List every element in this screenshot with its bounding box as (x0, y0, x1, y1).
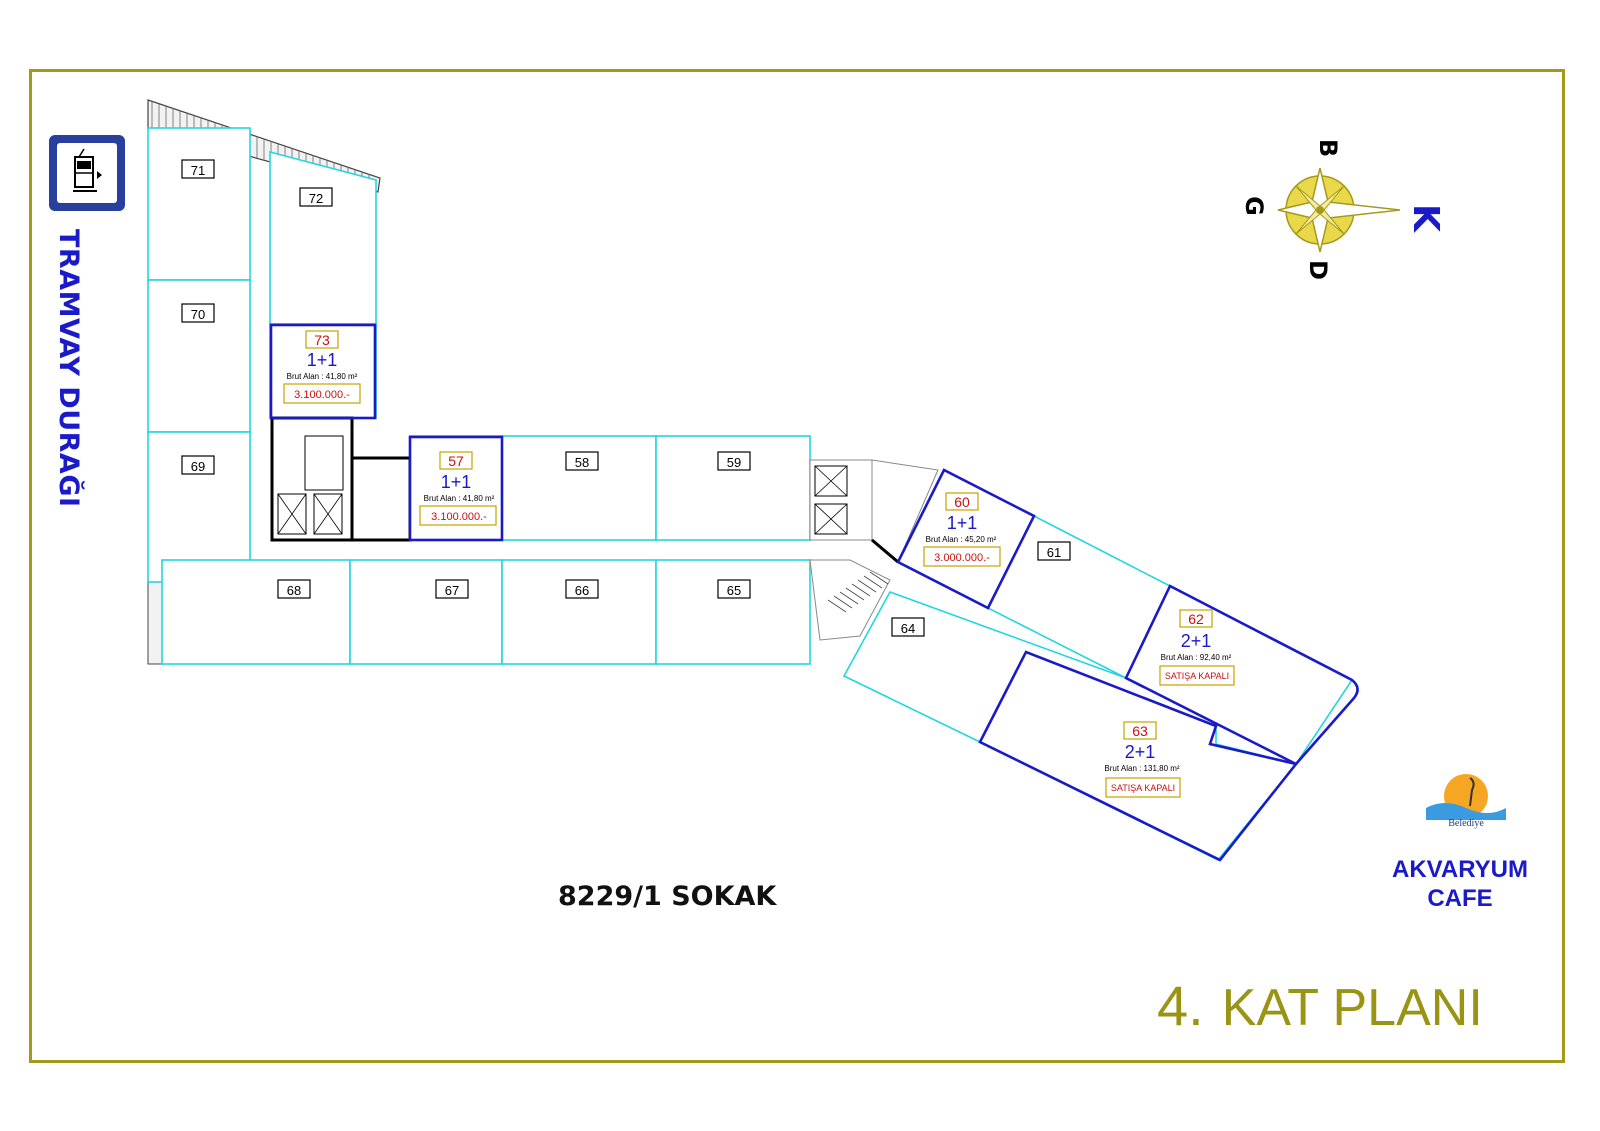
unit-63-area: Brut Alan : 131,80 m² (1104, 764, 1179, 773)
unit-59-label: 59 (727, 455, 741, 470)
unit-63-info: 63 2+1 Brut Alan : 131,80 m² SATIŞA KAPA… (1104, 721, 1181, 798)
unit-68-label: 68 (287, 583, 301, 598)
unit-72-label: 72 (309, 191, 323, 206)
unit-73-area: Brut Alan : 41,80 m² (287, 372, 358, 381)
tram-stop-icon (49, 135, 125, 211)
tram-icon (73, 148, 102, 192)
facade-hatch-left (147, 579, 163, 665)
unit-60-outline[interactable] (896, 468, 1036, 610)
compass-label-south: G (1240, 196, 1268, 216)
unit-73-price: 3.100.000.- (294, 389, 350, 401)
unit-62-area: Brut Alan : 92,40 m² (1161, 653, 1232, 662)
unit-labels: 71 70 69 72 58 59 68 67 66 65 64 61 (181, 159, 1071, 637)
unit-64-label: 64 (901, 621, 915, 636)
unit-73-type: 1+1 (307, 350, 338, 370)
unit-61-label: 61 (1047, 545, 1061, 560)
unit-58-label: 58 (575, 455, 589, 470)
unit-71 (147, 127, 251, 281)
unit-73-number: 73 (314, 332, 330, 348)
unit-67 (349, 559, 503, 665)
compass-label-east: D (1304, 260, 1332, 280)
elevator-cross-2 (814, 465, 848, 535)
compass-label-north: K (1405, 204, 1446, 233)
unit-57-outline[interactable] (408, 435, 504, 542)
unit-62-status: SATIŞA KAPALI (1165, 671, 1229, 681)
unit-60-info: 60 1+1 Brut Alan : 45,20 m² 3.000.000.- (923, 492, 1001, 567)
unit-60-number: 60 (954, 494, 970, 510)
unit-60-type: 1+1 (947, 513, 978, 533)
unit-67-label: 67 (445, 583, 459, 598)
compass-icon: B G D K (1240, 139, 1446, 280)
page-title: 4. KAT PLANI (1157, 973, 1483, 1038)
unit-62-info: 62 2+1 Brut Alan : 92,40 m² SATIŞA KAPAL… (1159, 609, 1235, 686)
unit-68 (161, 559, 351, 665)
unit-60-area: Brut Alan : 45,20 m² (926, 535, 997, 544)
plan-frame (29, 69, 1565, 1063)
tram-stop-label: TRAMVAY DURAĞI (53, 229, 84, 508)
stair-west (304, 435, 344, 491)
cafe-label: AKVARYUM CAFE (1390, 855, 1530, 913)
unit-62-number: 62 (1188, 611, 1204, 627)
unit-57-type: 1+1 (441, 472, 472, 492)
unit-63-status: SATIŞA KAPALI (1111, 783, 1175, 793)
unit-73-outline[interactable] (269, 323, 377, 420)
wall-east (871, 538, 899, 564)
unit-73-info: 73 1+1 Brut Alan : 41,80 m² 3.100.000.- (283, 330, 361, 404)
corridor-node (350, 456, 412, 542)
street-label: 8229/1 SOKAK (558, 881, 777, 912)
unit-70-label: 70 (191, 307, 205, 322)
unit-72 (269, 150, 377, 325)
unit-57-info: 57 1+1 Brut Alan : 41,80 m² 3.100.000.- (419, 451, 497, 526)
unit-63-type: 2+1 (1125, 742, 1156, 762)
unit-65 (655, 559, 811, 665)
unit-62-outline[interactable] (1124, 584, 1359, 766)
municipality-logo: Belediye (1426, 774, 1506, 829)
unit-69-label: 69 (191, 459, 205, 474)
compass-label-west: B (1314, 139, 1342, 157)
unit-66-label: 66 (575, 583, 589, 598)
unit-60-price: 3.000.000.- (934, 552, 990, 564)
elevator-cross (277, 493, 343, 535)
unit-66 (501, 559, 657, 665)
floor-number: 4. (1157, 974, 1204, 1037)
unit-63-outline[interactable] (978, 650, 1299, 862)
cafe-label-line-2: CAFE (1427, 885, 1493, 912)
unit-57-number: 57 (448, 453, 464, 469)
logo-text: Belediye (1448, 818, 1484, 829)
unit-65-label: 65 (727, 583, 741, 598)
plan-title: KAT PLANI (1221, 979, 1483, 1037)
unit-70 (147, 279, 251, 433)
unit-71-label: 71 (191, 163, 205, 178)
cafe-label-line-1: AKVARYUM (1392, 856, 1528, 883)
unit-57-price: 3.100.000.- (431, 511, 487, 523)
unit-63-number: 63 (1132, 723, 1148, 739)
unit-57-area: Brut Alan : 41,80 m² (424, 494, 495, 503)
unit-62-type: 2+1 (1181, 631, 1212, 651)
